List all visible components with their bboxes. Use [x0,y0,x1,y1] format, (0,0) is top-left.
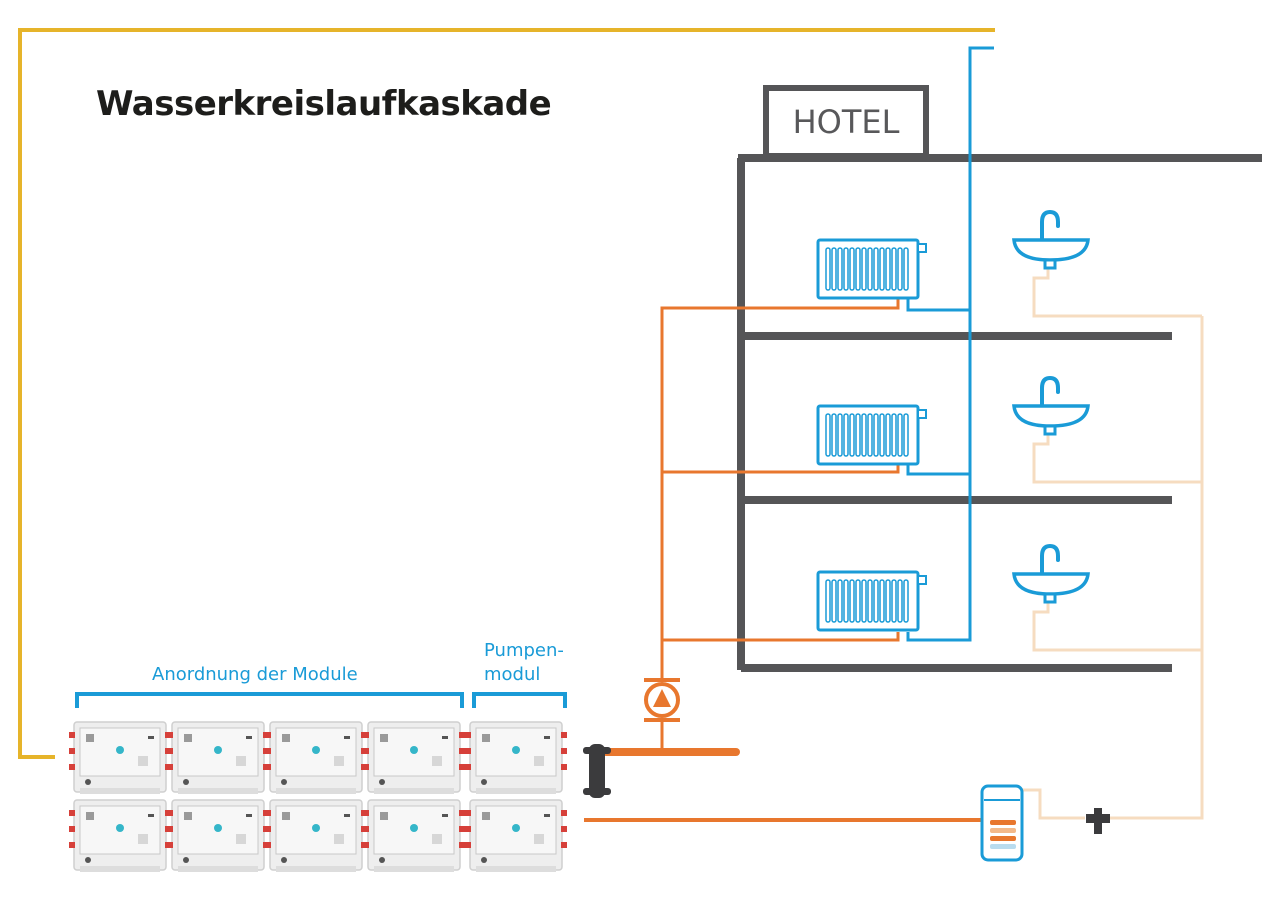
domestic-water-pipes [1020,262,1204,820]
pump-module-bracket [472,692,567,708]
pump-module-label-line1: Pumpen- [484,640,564,661]
radiator-icon [816,238,927,300]
heat-pump-module-unit [69,799,171,872]
sink-icon [1012,209,1090,270]
modules-array-bracket [75,692,464,708]
heat-pump-module-unit [167,799,269,872]
heat-pump-module-unit [167,721,269,794]
heat-pump-module-unit [363,799,465,872]
valve-icon [1086,808,1110,834]
sink-icon [1012,543,1090,604]
building [737,85,1262,672]
pump-module-unit [465,799,567,872]
radiator-icon [816,404,927,466]
diagram-title: Wasserkreislaufkaskade [96,84,552,124]
pump-module-label-line2: modul [484,664,541,685]
circulation-pump-icon [644,678,680,722]
heat-pump-module-unit [363,721,465,794]
radiator-icon [816,570,927,632]
heating-supply-pipes [660,296,900,752]
external-loop-pipe [18,28,995,759]
modules-array-label: Anordnung der Module [152,664,358,685]
pump-module-unit [465,721,567,794]
heat-pump-module-unit [265,721,367,794]
hotel-sign-frame [763,85,929,159]
hydraulic-separator-icon [583,744,611,798]
hotel-sign-label: HOTEL [792,103,900,141]
heating-return-pipes [906,46,994,642]
hot-water-tank-icon [980,784,1024,862]
heat-pump-module-unit [265,799,367,872]
sink-icon [1012,375,1090,436]
heat-pump-module-unit [69,721,171,794]
